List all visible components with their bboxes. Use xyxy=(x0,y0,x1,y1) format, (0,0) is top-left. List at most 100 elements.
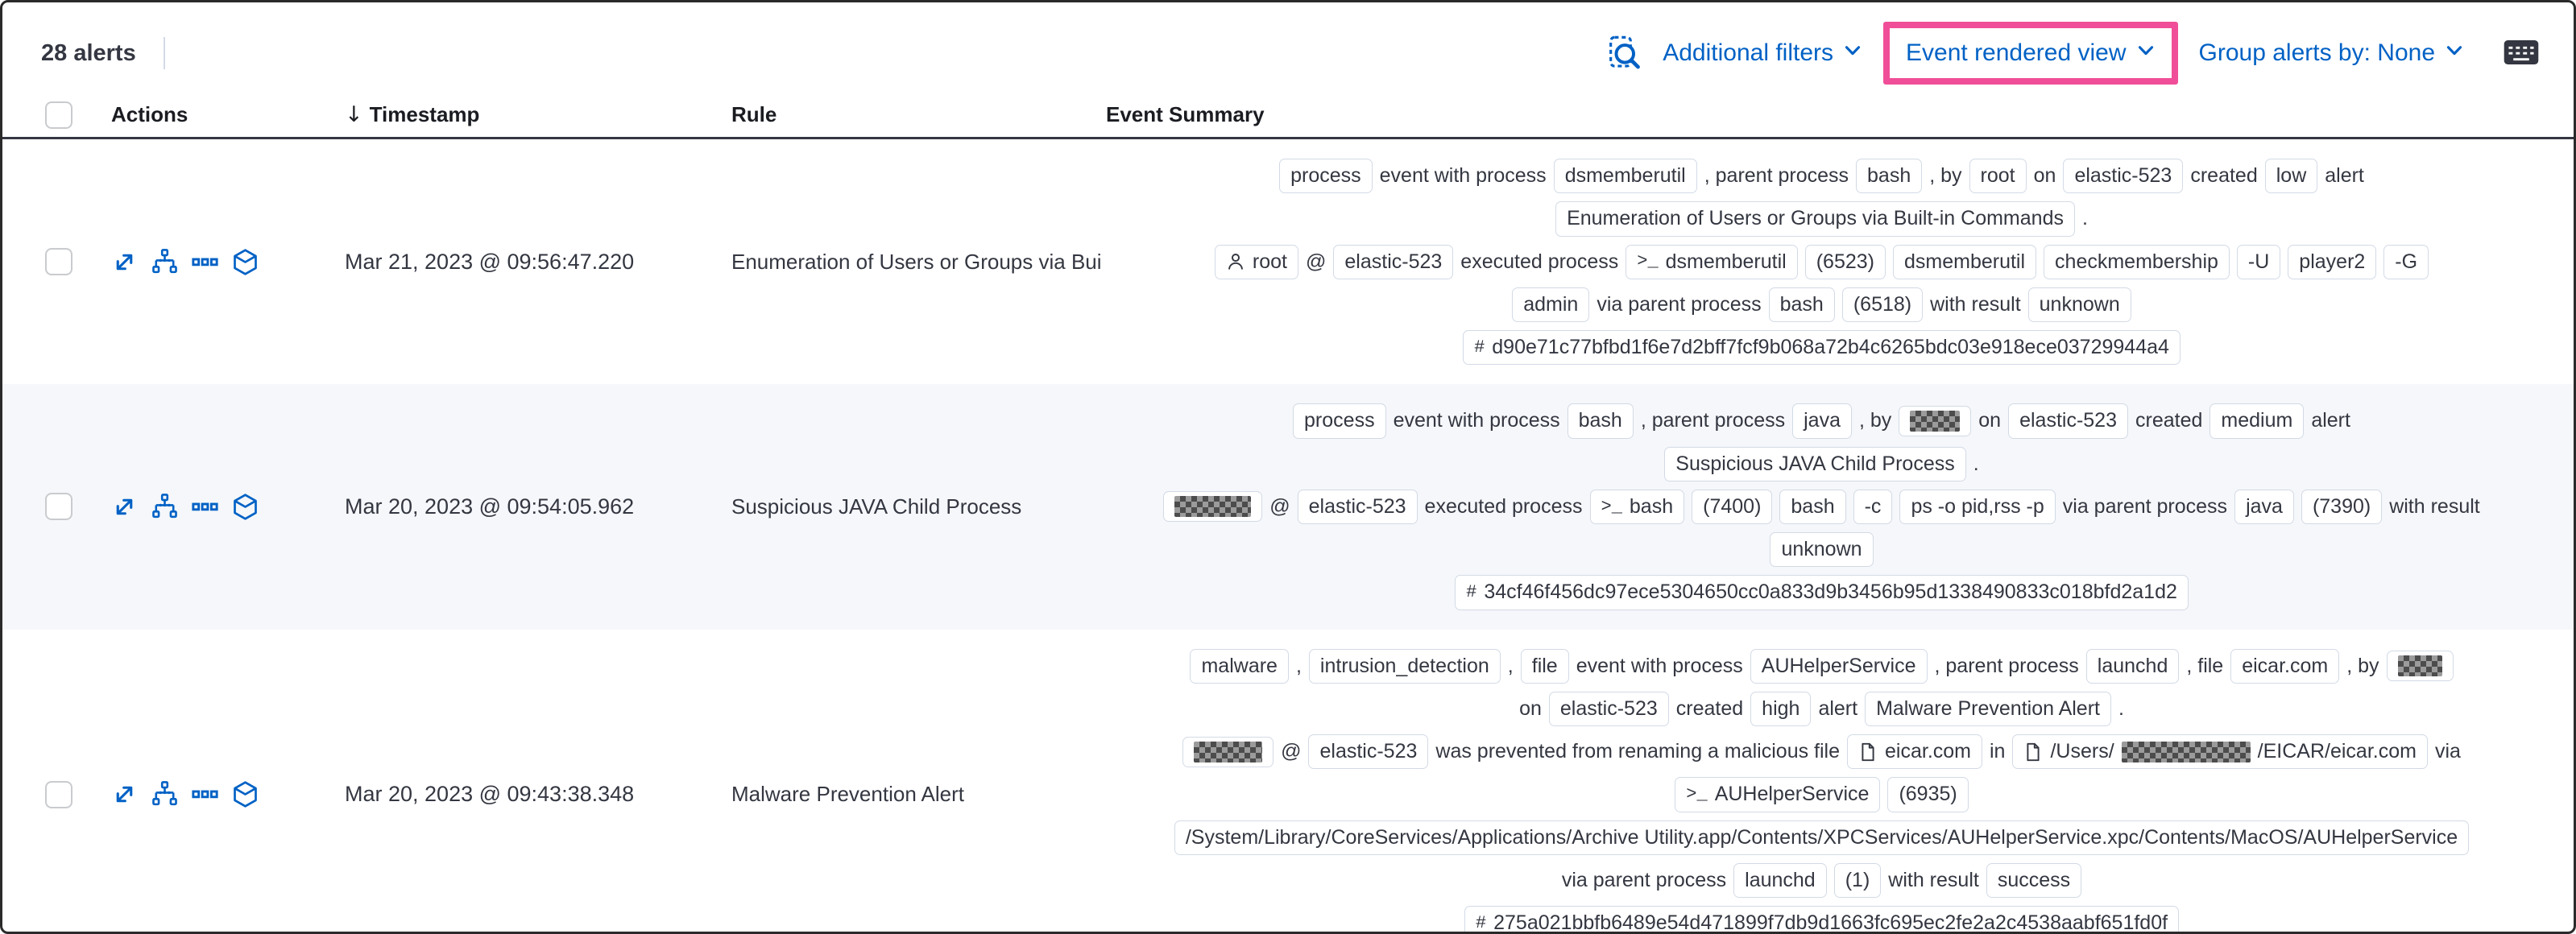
more-actions-icon[interactable] xyxy=(192,494,218,520)
summary-badge[interactable]: (6518) xyxy=(1841,287,1924,322)
summary-badge[interactable]: -c xyxy=(1853,489,1893,524)
file-icon xyxy=(1858,742,1878,762)
column-header-timestamp[interactable]: ↓ Timestamp xyxy=(345,102,480,127)
summary-badge[interactable]: bash xyxy=(1856,159,1923,194)
summary-badge[interactable]: dsmemberutil xyxy=(1553,159,1697,194)
summary-badge[interactable]: root xyxy=(1214,244,1298,279)
summary-badge[interactable]: elastic-523 xyxy=(1548,691,1669,726)
summary-badge[interactable]: eicar.com xyxy=(2230,648,2340,684)
summary-badge[interactable]: medium xyxy=(2209,403,2305,439)
summary-badge[interactable]: elastic-523 xyxy=(2063,159,2184,194)
summary-badge[interactable]: process xyxy=(1293,403,1386,439)
summary-badge[interactable]: Malware Prevention Alert xyxy=(1865,691,2111,726)
summary-badge[interactable]: elastic-523 xyxy=(1308,734,1429,770)
redaction-pixelation xyxy=(1174,496,1252,518)
column-header-event-summary[interactable]: Event Summary xyxy=(1106,102,1265,126)
expand-icon[interactable] xyxy=(111,781,138,808)
sort-descending-icon: ↓ xyxy=(345,102,363,127)
summary-badge[interactable]: elastic-523 xyxy=(1333,244,1454,279)
summary-badge[interactable]: checkmembership xyxy=(2044,244,2230,279)
row-actions-cell xyxy=(111,630,345,932)
summary-badge[interactable]: (6523) xyxy=(1804,244,1886,279)
column-header-actions: Actions xyxy=(111,102,188,126)
inspect-icon[interactable] xyxy=(1608,35,1642,72)
summary-badge[interactable]: java xyxy=(2234,489,2294,524)
summary-badge[interactable]: Enumeration of Users or Groups via Built… xyxy=(1555,201,2075,237)
summary-badge[interactable]: bash xyxy=(1768,287,1835,322)
more-actions-icon[interactable] xyxy=(192,781,218,808)
summary-badge[interactable]: java xyxy=(1792,403,1852,439)
expand-icon[interactable] xyxy=(111,249,138,275)
summary-badge[interactable]: malware xyxy=(1190,648,1289,684)
summary-badge[interactable]: ps -o pid,rss -p xyxy=(1899,489,2056,524)
summary-badge[interactable]: (7390) xyxy=(2301,489,2383,524)
summary-line: #34cf46f456dc97ece5304650cc0a833d9b3456b… xyxy=(1455,575,2189,610)
session-view-icon[interactable] xyxy=(232,494,259,520)
analyzer-icon[interactable] xyxy=(151,248,178,275)
summary-badge[interactable]: (1) xyxy=(1833,862,1882,898)
summary-badge[interactable]: low xyxy=(2264,159,2318,194)
summary-badge[interactable]: #275a021bbfb6489e54d471899f7db9d1663fc69… xyxy=(1464,906,2180,932)
summary-text: created xyxy=(2190,164,2258,188)
summary-badge[interactable]: process xyxy=(1279,159,1373,194)
row-checkbox[interactable] xyxy=(45,248,72,276)
summary-badge[interactable]: success xyxy=(1986,862,2082,898)
summary-badge[interactable]: high xyxy=(1750,691,1812,726)
summary-badge[interactable]: intrusion_detection xyxy=(1308,648,1501,684)
session-view-icon[interactable] xyxy=(232,781,259,808)
summary-badge[interactable]: /Users//EICAR/eicar.com xyxy=(2012,734,2428,770)
view-selector-button[interactable]: Event rendered view xyxy=(1906,39,2156,67)
summary-text: via xyxy=(2434,740,2461,763)
summary-badge[interactable]: #34cf46f456dc97ece5304650cc0a833d9b3456b… xyxy=(1455,575,2189,610)
summary-badge[interactable]: -U xyxy=(2236,244,2281,279)
summary-badge[interactable]: unknown xyxy=(1770,532,1874,568)
summary-badge[interactable]: eicar.com xyxy=(1847,734,1982,770)
summary-badge[interactable]: Suspicious JAVA Child Process xyxy=(1664,446,1966,481)
keyboard-shortcuts-icon[interactable] xyxy=(2503,34,2540,73)
summary-badge[interactable]: launchd xyxy=(1733,862,1827,898)
summary-badge[interactable]: elastic-523 xyxy=(1297,489,1418,524)
expand-icon[interactable] xyxy=(111,494,138,520)
badge-text: /EICAR/eicar.com xyxy=(2257,740,2417,762)
summary-badge[interactable]: root xyxy=(1969,159,2027,194)
summary-badge[interactable]: launchd xyxy=(2085,648,2180,684)
summary-badge[interactable]: #d90e71c77bfbd1f6e7d2bff7fcf9b068a72b4c6… xyxy=(1463,330,2180,366)
summary-badge[interactable]: >_dsmemberutil xyxy=(1626,244,1798,279)
group-alerts-button[interactable]: Group alerts by: None xyxy=(2199,39,2464,67)
file-icon xyxy=(2023,742,2043,762)
summary-badge[interactable]: (6935) xyxy=(1887,777,1969,812)
redacted-badge[interactable] xyxy=(1899,405,1972,436)
more-actions-icon[interactable] xyxy=(192,249,218,275)
summary-badge[interactable]: elastic-523 xyxy=(2008,403,2128,439)
summary-badge[interactable]: dsmemberutil xyxy=(1892,244,2037,279)
summary-badge[interactable]: player2 xyxy=(2288,244,2377,279)
summary-badge[interactable]: (7400) xyxy=(1692,489,1773,524)
session-view-icon[interactable] xyxy=(232,248,259,275)
summary-badge[interactable]: /System/Library/CoreServices/Application… xyxy=(1174,820,2470,855)
analyzer-icon[interactable] xyxy=(151,781,178,808)
summary-text: , parent process xyxy=(1704,164,1849,188)
additional-filters-button[interactable]: Additional filters xyxy=(1663,39,1862,67)
summary-badge[interactable]: file xyxy=(1520,648,1569,684)
summary-badge[interactable]: bash xyxy=(1567,403,1634,439)
column-header-rule[interactable]: Rule xyxy=(731,102,777,126)
redacted-badge[interactable] xyxy=(2386,651,2454,682)
summary-badge[interactable]: >_AUHelperService xyxy=(1675,777,1881,812)
summary-badge[interactable]: -G xyxy=(2383,244,2429,279)
select-all-checkbox[interactable] xyxy=(45,101,72,129)
summary-badge[interactable]: admin xyxy=(1512,287,1590,322)
redacted-badge[interactable] xyxy=(1182,736,1274,767)
row-checkbox[interactable] xyxy=(45,493,72,521)
summary-badge[interactable]: bash xyxy=(1779,489,1846,524)
summary-badge[interactable]: >_bash xyxy=(1589,489,1685,524)
redaction-pixelation xyxy=(1910,410,1961,432)
summary-badge[interactable]: AUHelperService xyxy=(1750,648,1928,684)
summary-badge[interactable]: unknown xyxy=(2027,287,2131,322)
analyzer-icon[interactable] xyxy=(151,494,178,520)
badge-text: elastic-523 xyxy=(2074,164,2172,187)
row-checkbox[interactable] xyxy=(45,780,72,808)
redacted-badge[interactable] xyxy=(1163,491,1263,523)
